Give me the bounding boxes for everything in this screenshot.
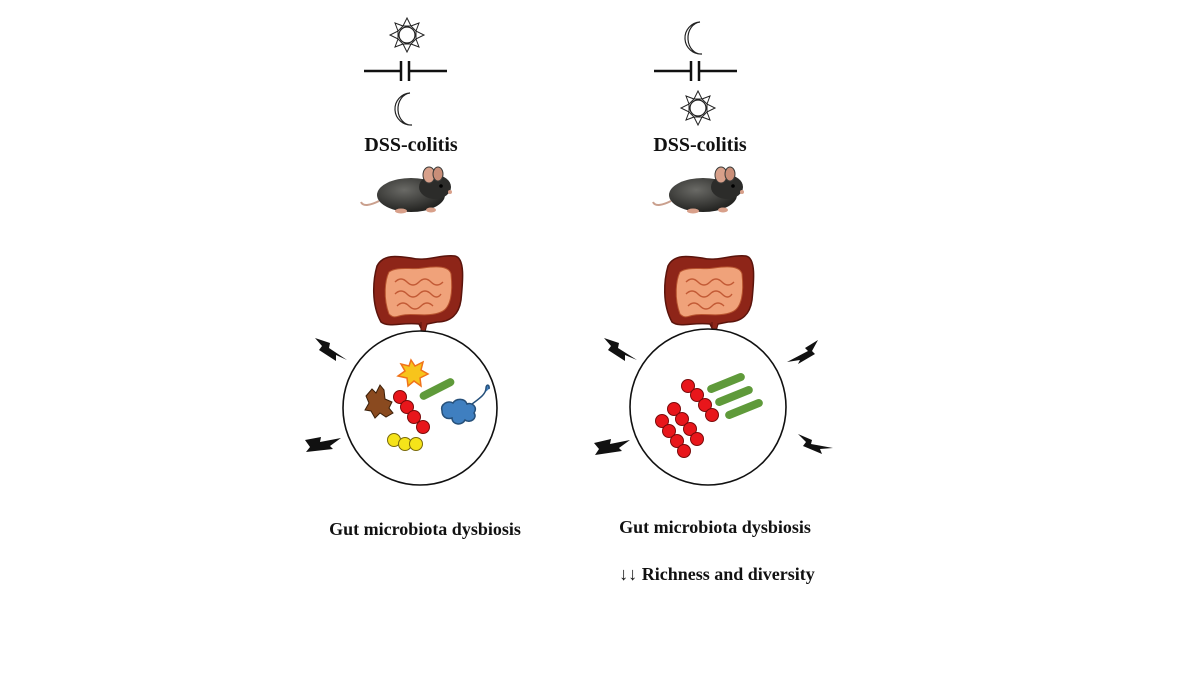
panel-left-title: DSS-colitis	[364, 134, 458, 156]
separator-icon	[654, 61, 737, 81]
red-coccus-chain	[681, 379, 719, 422]
moon-icon	[394, 92, 413, 126]
green-rod	[419, 378, 455, 400]
panel-left	[305, 16, 498, 486]
lightning-bolt-icon	[604, 338, 637, 361]
burst-microbe	[396, 358, 430, 388]
green-rod	[715, 386, 753, 406]
lightning-bolt-icon	[787, 340, 818, 364]
panel-right-title: DSS-colitis	[653, 134, 747, 156]
colon-image	[664, 254, 755, 334]
blue-microbe	[440, 384, 490, 425]
lightning-bolt-icon	[798, 434, 833, 454]
panel-right-caption: Gut microbiota dysbiosis	[619, 517, 811, 537]
red-coccus-chain	[667, 402, 704, 446]
sun-icon	[388, 16, 426, 54]
panel-left-caption: Gut microbiota dysbiosis	[329, 519, 521, 539]
colon-image	[373, 254, 464, 334]
panel-right-subcaption: ↓↓ Richness and diversity	[619, 564, 815, 584]
panel-right	[594, 21, 833, 486]
microbiota-circle	[342, 330, 498, 486]
mouse-image	[360, 166, 452, 214]
green-rod	[707, 373, 745, 393]
sun-icon	[679, 89, 717, 127]
mouse-image	[652, 166, 744, 214]
yellow-cocci	[387, 433, 423, 451]
lightning-bolt-icon	[315, 338, 347, 361]
separator-icon	[364, 61, 447, 81]
lightning-bolt-icon	[594, 439, 630, 455]
red-coccus-chain	[393, 390, 430, 434]
green-rod	[725, 399, 763, 419]
moon-icon	[684, 21, 703, 55]
brown-microbe	[364, 384, 394, 419]
lightning-bolt-icon	[305, 437, 341, 452]
red-coccus-chain	[655, 414, 691, 458]
